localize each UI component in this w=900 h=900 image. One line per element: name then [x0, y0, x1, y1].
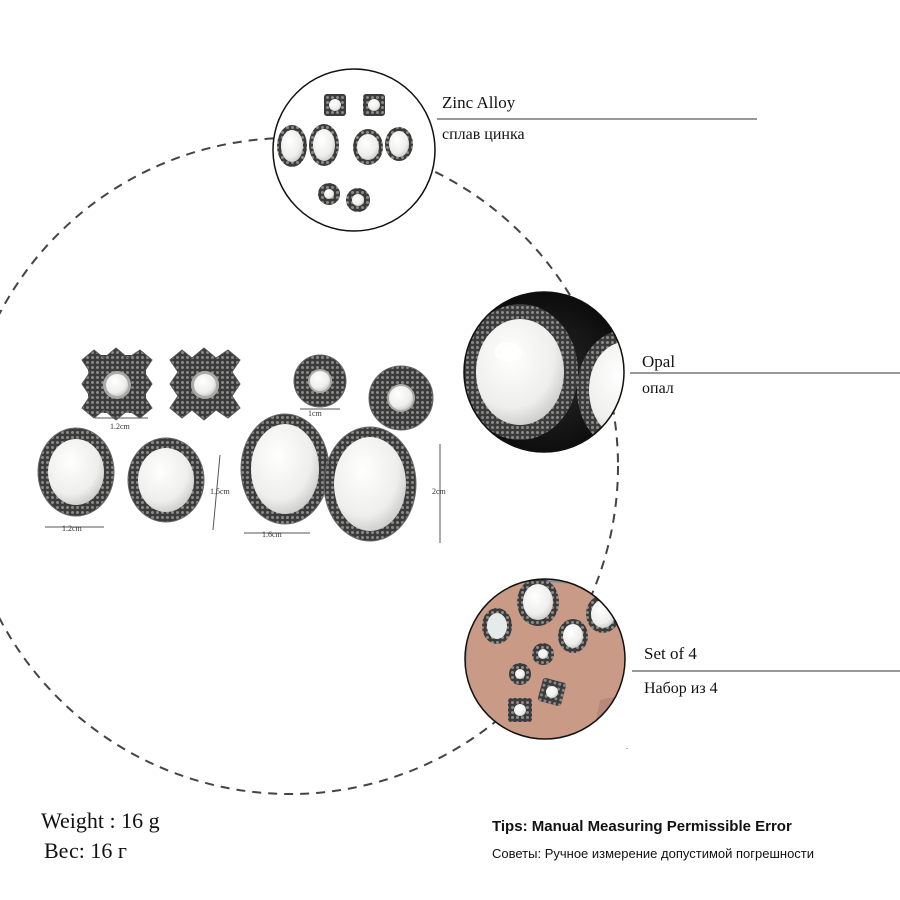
stray-dot: . [626, 742, 628, 751]
dashed-outline-circle [0, 137, 619, 795]
dimension-small-oval-width: 1.2cm [62, 524, 83, 533]
material-label-set-en: Set of 4 [644, 644, 697, 663]
weight-en: Weight : 16 g [41, 808, 160, 833]
dimension-round-stud: 1cm [308, 409, 323, 418]
dimension-large-oval-width: 1.6cm [262, 530, 283, 539]
material-label-opal-en: Opal [642, 352, 676, 371]
dimension-square-stud: 1.2cm [110, 422, 131, 431]
earring-set-thumbnail [272, 68, 436, 232]
small-oval-right [127, 437, 205, 523]
square-stud-right [169, 347, 241, 421]
opal-closeup [463, 291, 625, 453]
round-stud-right [368, 365, 434, 431]
round-stud-left [293, 354, 347, 408]
large-oval-left [240, 413, 330, 525]
material-label-zinc-ru: сплав цинка [442, 126, 525, 143]
square-stud-left [81, 347, 153, 421]
large-oval-right [323, 426, 417, 542]
tips-ru: Советы: Ручное измерение допустимой погр… [492, 846, 815, 861]
dimension-large-oval-height: 2cm [432, 487, 447, 496]
material-label-set-ru: Набор из 4 [644, 680, 718, 697]
earrings-in-hand-photo [464, 578, 626, 740]
weight-ru: Вес: 16 г [44, 838, 127, 863]
product-earrings-main: 1.2cm 1cm 1.2cm 1.5cm 1.6cm 2cm [37, 347, 447, 543]
material-label-zinc-en: Zinc Alloy [442, 93, 516, 112]
dimension-small-oval-height: 1.5cm [210, 487, 231, 496]
material-label-opal-ru: опал [642, 380, 674, 397]
small-oval-left [37, 427, 115, 517]
tips-en: Tips: Manual Measuring Permissible Error [492, 818, 792, 835]
